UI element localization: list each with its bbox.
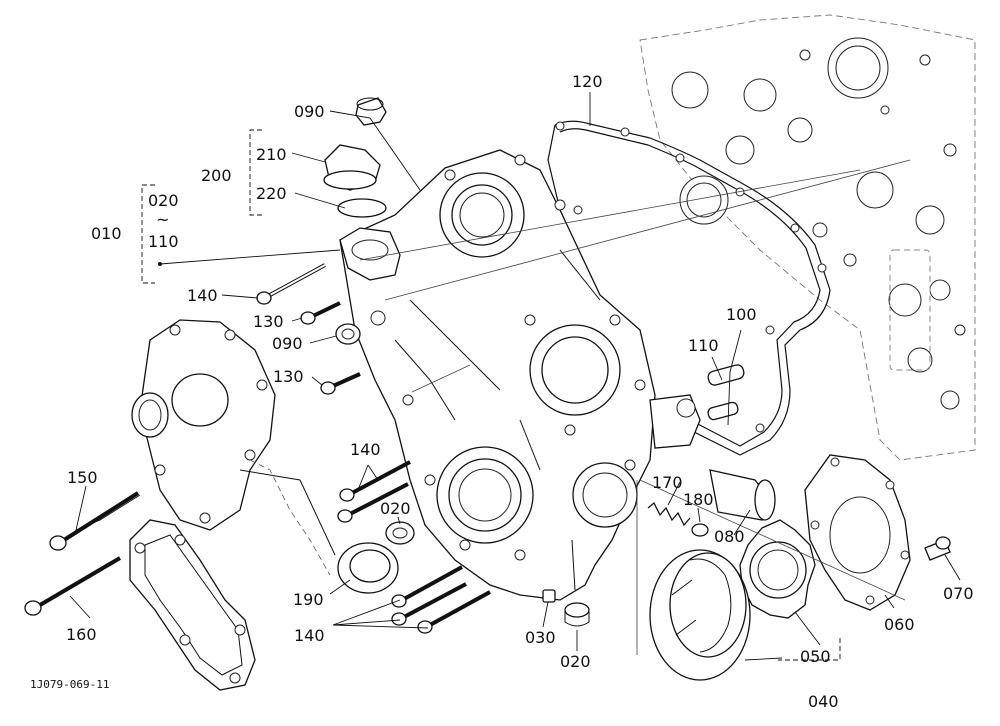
callout-160: 160 — [66, 625, 97, 644]
plug-020-lower — [564, 602, 590, 627]
callout-020-plug: 020 — [560, 652, 591, 671]
leader-lines — [69, 92, 961, 661]
oil-seal-190 — [337, 542, 399, 594]
callout-110: 110 — [688, 336, 719, 355]
bolts-140-lower — [391, 565, 491, 634]
callout-200: 200 — [201, 166, 232, 185]
plug-090-top — [355, 97, 387, 126]
callout-020-bushing: 020 — [380, 499, 411, 518]
bolt-160 — [24, 556, 122, 616]
bolt-130-middle — [320, 372, 361, 395]
callout-140-lower: 140 — [294, 626, 325, 645]
bolts-140-middle — [337, 460, 411, 523]
outer-rotor-050 — [739, 519, 816, 619]
oil-pump-gasket-060 — [804, 454, 911, 611]
callout-labels: 090 210 200 220 020 ~ 110 010 120 140 13… — [66, 72, 974, 711]
callout-050: 050 — [800, 647, 831, 666]
sleeve-080 — [709, 469, 776, 521]
callout-030: 030 — [525, 628, 556, 647]
bolt-140-top — [256, 263, 326, 305]
callout-110-range-end: 110 — [148, 232, 179, 251]
callout-010: 010 — [91, 224, 122, 243]
callout-180: 180 — [683, 490, 714, 509]
callout-060: 060 — [884, 615, 915, 634]
relief-spring-170 — [647, 501, 691, 527]
plug-090-side — [335, 323, 361, 345]
callout-090-top: 090 — [294, 102, 325, 121]
oil-filler-cap-210 — [323, 144, 381, 191]
oil-pump-cover-040 — [649, 549, 751, 681]
callout-040: 040 — [808, 692, 839, 711]
relief-valve-180 — [691, 523, 709, 537]
bolt-150 — [49, 491, 140, 551]
callout-100: 100 — [726, 305, 757, 324]
callout-range-tilde: ~ — [156, 210, 169, 229]
plug-030 — [542, 589, 556, 603]
callout-080: 080 — [714, 527, 745, 546]
dowel-pins-100-110 — [707, 364, 745, 421]
o-ring-220 — [337, 198, 387, 218]
callout-190: 190 — [293, 590, 324, 609]
callout-140-middle: 140 — [350, 440, 381, 459]
engine-block — [639, 14, 976, 461]
gear-case-housing — [339, 149, 701, 601]
lower-cover-plate — [129, 459, 331, 691]
callout-120: 120 — [572, 72, 603, 91]
callout-070: 070 — [943, 584, 974, 603]
bolt-070 — [924, 536, 951, 561]
drawing-code: 1J079-069-11 — [30, 678, 109, 691]
callout-220: 220 — [256, 184, 287, 203]
callout-210: 210 — [256, 145, 287, 164]
callout-150: 150 — [67, 468, 98, 487]
callout-130-upper: 130 — [253, 312, 284, 331]
callout-130-middle: 130 — [273, 367, 304, 386]
bolt-130-upper — [300, 301, 341, 325]
callout-170: 170 — [652, 473, 683, 492]
water-pump-housing — [131, 319, 336, 556]
callout-020-range-start: 020 — [148, 191, 179, 210]
callout-140-top: 140 — [187, 286, 218, 305]
bushing-020 — [385, 521, 415, 545]
callout-090-side: 090 — [272, 334, 303, 353]
